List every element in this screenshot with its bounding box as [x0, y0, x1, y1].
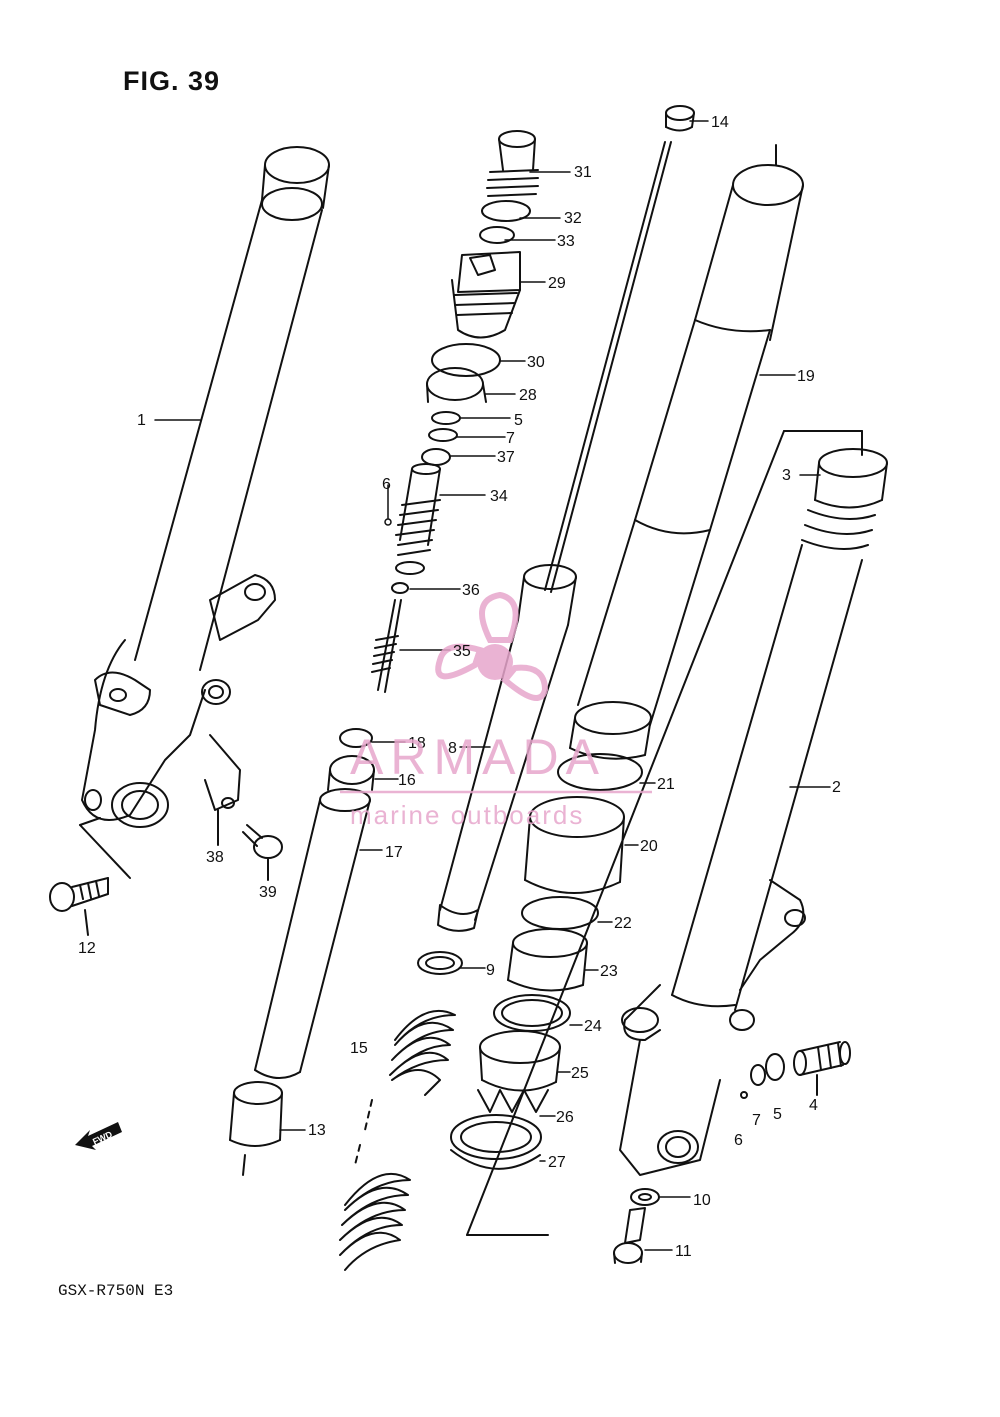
part-number-9: 9 [486, 962, 495, 979]
part-number-23: 23 [600, 963, 618, 980]
part-number-33: 33 [557, 233, 575, 250]
leader-lines [154, 120, 831, 1251]
part-number-26: 26 [556, 1109, 574, 1126]
part-number-14: 14 [711, 114, 729, 131]
part-number-20: 20 [640, 838, 658, 855]
bushings-and-seals [417, 753, 643, 1170]
part-number-28: 28 [519, 387, 537, 404]
part-number-35: 35 [453, 643, 471, 660]
right-outer-fork-tube [569, 144, 804, 760]
part-number-19: 19 [797, 368, 815, 385]
part-number-38: 38 [206, 849, 224, 866]
part-number-8: 8 [448, 740, 457, 757]
part-callouts: 1234556677891011121314151617181920212223… [78, 114, 841, 1260]
right-lower-fork-tube [619, 448, 888, 1176]
part-number-13: 13 [308, 1122, 326, 1139]
part-number-3: 3 [782, 467, 791, 484]
fork-springs [339, 1010, 456, 1271]
part-number-6: 6 [382, 476, 391, 493]
part-number-34: 34 [490, 488, 508, 505]
part-number-10: 10 [693, 1192, 711, 1209]
part-number-5: 5 [514, 412, 523, 429]
part-number-21: 21 [657, 776, 675, 793]
part-number-31: 31 [574, 164, 592, 181]
drain-bolt-and-washer [613, 1188, 660, 1264]
part-number-6: 6 [734, 1132, 743, 1149]
part-number-22: 22 [614, 915, 632, 932]
damper-rod [437, 105, 695, 932]
part-number-7: 7 [506, 430, 515, 447]
left-outer-fork-tube [81, 146, 330, 828]
armada-logo [435, 591, 549, 701]
part-number-12: 12 [78, 940, 96, 957]
part-number-27: 27 [548, 1154, 566, 1171]
fwd-arrow-icon: FWD [75, 1122, 122, 1150]
bracket-bolt [242, 824, 283, 881]
part-number-18: 18 [408, 735, 426, 752]
part-number-16: 16 [398, 772, 416, 789]
inner-assembly-bracket [466, 430, 863, 1236]
part-number-24: 24 [584, 1018, 602, 1035]
figure-title: FIG. 39 [123, 66, 221, 96]
part-number-30: 30 [527, 354, 545, 371]
part-number-11: 11 [675, 1243, 692, 1260]
part-number-32: 32 [564, 210, 582, 227]
part-number-29: 29 [548, 275, 566, 292]
part-number-36: 36 [462, 582, 480, 599]
part-number-17: 17 [385, 844, 403, 861]
watermark-tagline: marine outboards [350, 800, 585, 830]
left-inner-tube [254, 728, 375, 1079]
model-label: GSX-R750N E3 [58, 1282, 174, 1300]
part-number-7: 7 [752, 1112, 761, 1129]
damper-adjuster [750, 1041, 851, 1096]
part-number-4: 4 [809, 1097, 818, 1114]
part-number-1: 1 [137, 412, 146, 429]
part-number-25: 25 [571, 1065, 589, 1082]
watermark-name: ARMADA [350, 729, 606, 785]
part-number-39: 39 [259, 884, 277, 901]
slide-bushing [229, 1081, 283, 1176]
damper-rod-assembly [371, 130, 539, 693]
axle-pinch-bolt [49, 817, 131, 936]
part-number-2: 2 [832, 779, 841, 796]
part-number-15: 15 [350, 1040, 368, 1057]
part-number-37: 37 [497, 449, 515, 466]
part-number-5: 5 [773, 1106, 782, 1123]
